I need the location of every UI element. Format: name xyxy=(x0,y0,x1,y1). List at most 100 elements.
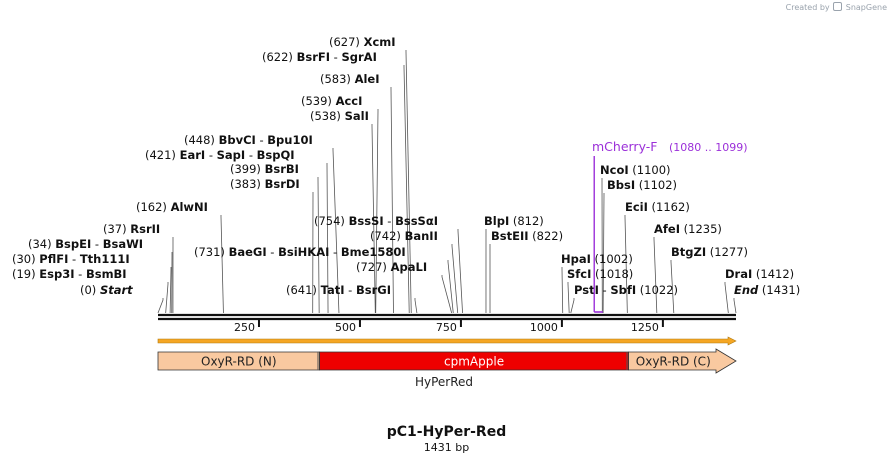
primer-mcherry-f[interactable]: mCherry-F(1080 .. 1099) xyxy=(592,139,748,313)
site-label-ncoi[interactable]: NcoI (1100) xyxy=(600,163,671,177)
site-name-btgzi: BtgZI xyxy=(671,245,706,259)
credit-brand: SnapGene xyxy=(845,3,887,12)
site-separator: - xyxy=(256,133,267,147)
site-name-ncoi: NcoI xyxy=(600,163,629,177)
site-name-bspei: BspEI xyxy=(55,237,91,251)
site-name-bsawi: BsaWI xyxy=(103,237,143,251)
site-label-sfci[interactable]: SfcI (1018) xyxy=(567,267,633,281)
site-label-baegi[interactable]: (731) BaeGI - BsiHKAI - Bme1580I xyxy=(194,245,406,259)
site-position: (0) xyxy=(80,283,100,297)
site-line xyxy=(602,193,605,314)
feature-group-label: HyPerRed xyxy=(415,375,473,389)
ruler-tick-label: 1000 xyxy=(530,321,558,334)
site-line xyxy=(561,267,564,314)
site-position: (727) xyxy=(356,260,391,274)
site-name-ecii: EciI xyxy=(625,200,648,214)
site-label-xcmi[interactable]: (627) XcmI xyxy=(329,35,396,49)
site-label-bspei[interactable]: (34) BspEI - BsaWI xyxy=(28,237,143,251)
feature-label: cpmApple xyxy=(444,355,504,369)
orf-arrow[interactable] xyxy=(157,336,737,346)
site-name-tth111i: Tth111I xyxy=(80,252,130,266)
site-label-bsrfi[interactable]: (622) BsrFI - SgrAI xyxy=(262,50,377,64)
site-line xyxy=(441,275,453,314)
site-line xyxy=(371,124,376,314)
feature-oxyr-rd-c[interactable] xyxy=(628,348,737,374)
site-label-apali[interactable]: (727) ApaLI xyxy=(356,260,427,274)
site-line xyxy=(157,298,164,314)
site-label-bsrdi[interactable]: (383) BsrDI xyxy=(230,177,300,191)
site-label-esp3i[interactable]: (19) Esp3I - BsmBI xyxy=(12,267,127,281)
feature-label: OxyR-RD (N) xyxy=(201,355,277,369)
site-position: (34) xyxy=(28,237,55,251)
site-label-hpai[interactable]: HpaI (1002) xyxy=(561,252,633,266)
site-label-banii[interactable]: (742) BanII xyxy=(370,229,438,243)
site-name-bbsi: BbsI xyxy=(607,178,635,192)
site-name-end: End xyxy=(734,283,759,297)
site-line xyxy=(624,215,628,314)
site-label-start[interactable]: (0) Start xyxy=(80,283,133,297)
site-name-bspqi: BspQI xyxy=(257,148,295,162)
site-label-alei[interactable]: (583) AleI xyxy=(320,72,380,86)
site-line xyxy=(451,244,459,314)
site-position: (1277) xyxy=(706,245,748,259)
site-label-afei[interactable]: AfeI (1235) xyxy=(654,222,722,236)
site-name-hpai: HpaI xyxy=(561,252,591,266)
site-name-sapi: SapI xyxy=(217,148,246,162)
site-label-drai[interactable]: DraI (1412) xyxy=(725,267,794,281)
site-position: (1162) xyxy=(648,200,690,214)
site-separator: - xyxy=(329,245,340,259)
site-position: (1431) xyxy=(758,283,800,297)
site-label-blpi[interactable]: BlpI (812) xyxy=(484,214,544,228)
site-name-bsrbi: BsrBI xyxy=(265,162,299,176)
site-line xyxy=(414,298,418,314)
site-line xyxy=(326,163,329,314)
site-name-psti: PstI xyxy=(574,283,599,297)
site-label-bsteii[interactable]: BstEII (822) xyxy=(491,229,563,243)
site-label-ecii[interactable]: EciI (1162) xyxy=(625,200,690,214)
site-label-end[interactable]: End (1431) xyxy=(734,283,800,297)
site-position: (742) xyxy=(370,229,405,243)
site-label-rsrii[interactable]: (37) RsrII xyxy=(103,222,160,236)
site-label-alwni[interactable]: (162) AlwNI xyxy=(136,200,208,214)
site-label-psti[interactable]: PstI - SbfI (1022) xyxy=(574,283,678,297)
site-line xyxy=(390,87,394,314)
site-label-sali[interactable]: (538) SalI xyxy=(310,109,369,123)
site-position: (1018) xyxy=(591,267,633,281)
site-label-bsssi[interactable]: (754) BssSI - BssSαI xyxy=(314,214,438,228)
site-label-tati[interactable]: (641) TatI - BsrGI xyxy=(286,283,391,297)
site-label-btgzi[interactable]: BtgZI (1277) xyxy=(671,245,748,259)
site-line xyxy=(724,282,729,314)
ruler-tick-label: 250 xyxy=(234,321,255,334)
site-label-bsrbi[interactable]: (399) BsrBI xyxy=(230,162,299,176)
site-name-sali: SalI xyxy=(345,109,369,123)
credit-prefix: Created by xyxy=(785,3,830,12)
site-position: (538) xyxy=(310,109,345,123)
site-name-xcmi: XcmI xyxy=(364,35,396,49)
site-line xyxy=(375,109,379,314)
site-name-sfci: SfcI xyxy=(567,267,591,281)
site-name-eari: EarI xyxy=(180,148,206,162)
site-position: (1022) xyxy=(636,283,678,297)
site-name-bpu10i: Bpu10I xyxy=(267,133,312,147)
site-name-bbvci: BbvCI xyxy=(219,133,256,147)
site-position: (1235) xyxy=(680,222,722,236)
site-name-bsmbi: BsmBI xyxy=(86,267,127,281)
site-line xyxy=(165,282,169,314)
site-label-pflfi[interactable]: (30) PflFI - Tth111I xyxy=(12,252,130,266)
site-label-bbsi[interactable]: BbsI (1102) xyxy=(607,178,677,192)
site-separator: - xyxy=(91,237,102,251)
site-label-acci[interactable]: (539) AccI xyxy=(301,94,362,108)
site-position: (754) xyxy=(314,214,349,228)
site-label-eari[interactable]: (421) EarI - SapI - BspQI xyxy=(145,148,295,162)
site-position: (30) xyxy=(12,252,39,266)
site-line xyxy=(570,298,575,314)
site-position: (812) xyxy=(509,214,544,228)
site-position: (822) xyxy=(529,229,564,243)
site-position: (641) xyxy=(286,283,321,297)
site-label-bbvci[interactable]: (448) BbvCI - Bpu10I xyxy=(184,133,313,147)
site-separator: - xyxy=(205,148,216,162)
ruler-tick-label: 1250 xyxy=(631,321,659,334)
